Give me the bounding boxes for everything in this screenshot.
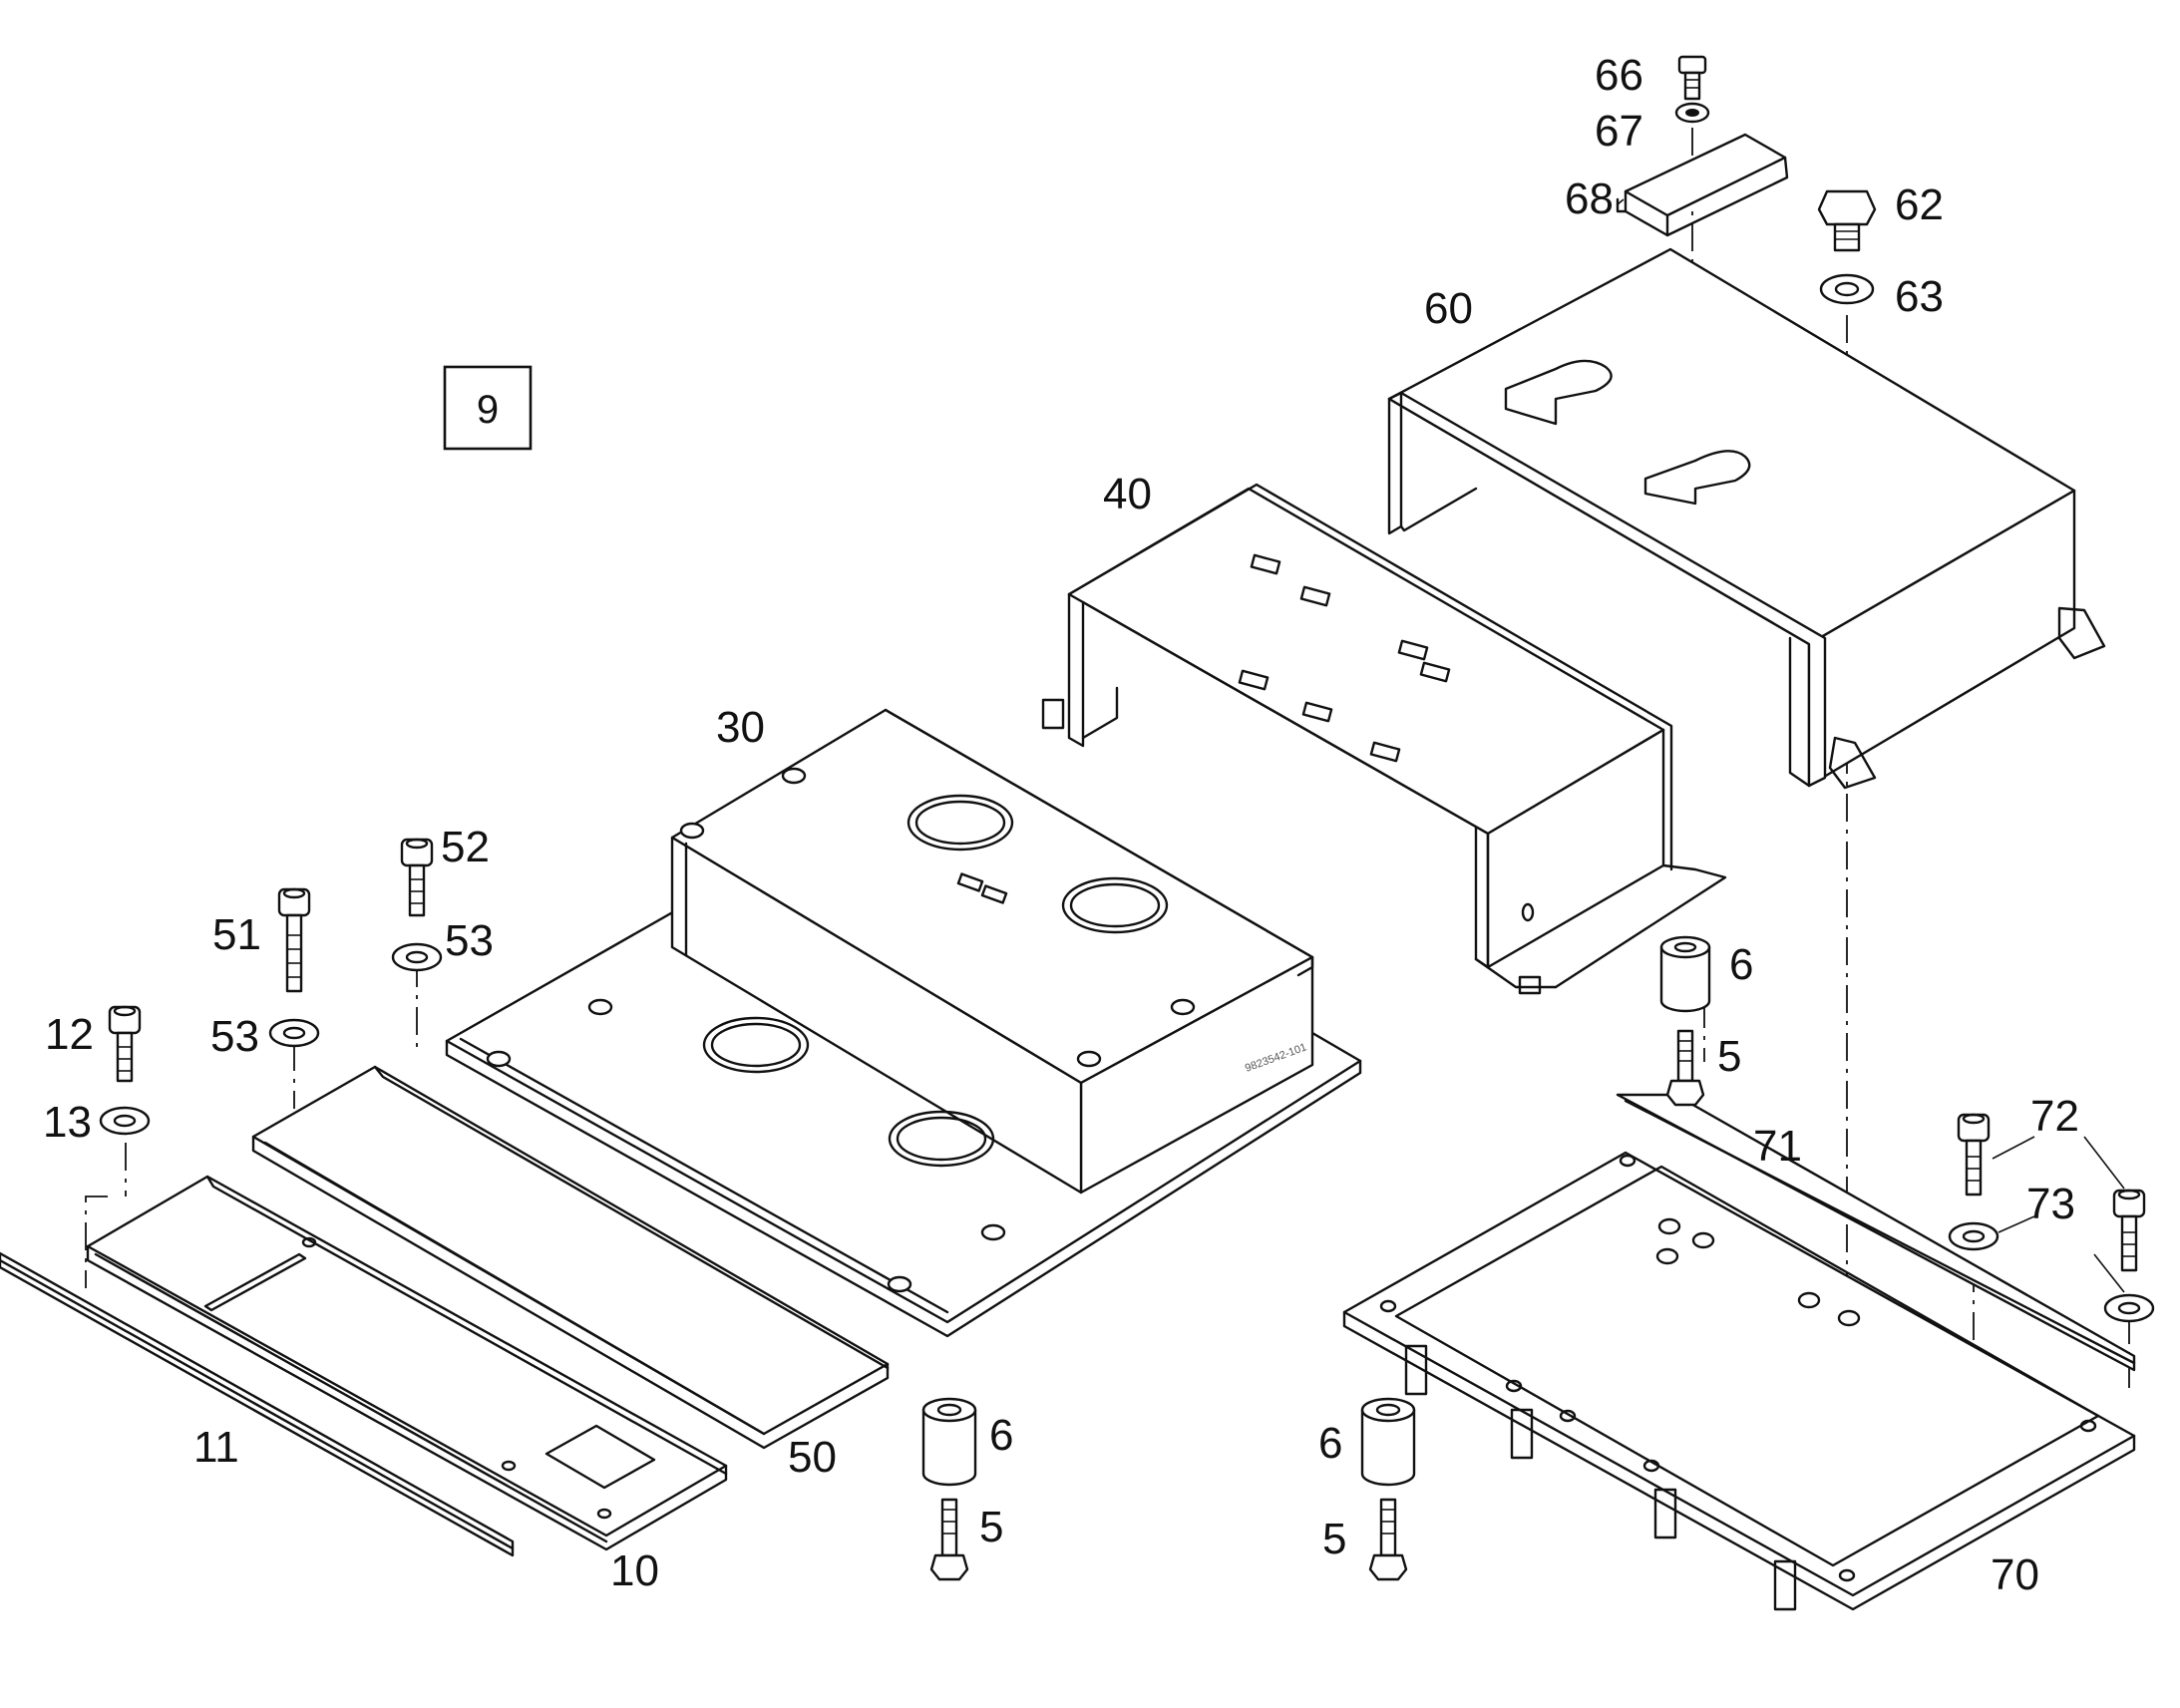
part-73-washer-b <box>2103 1293 2155 1323</box>
part-5-bolt-b <box>929 1498 969 1581</box>
label-68: 68 <box>1565 174 1614 223</box>
leader-lines <box>1617 198 2125 1293</box>
label-52: 52 <box>441 823 490 871</box>
label-12: 12 <box>45 1010 94 1059</box>
part-50-rear-plate <box>251 1065 890 1450</box>
part-5-bolt-a <box>1665 1029 1705 1107</box>
label-5b: 5 <box>979 1503 1003 1551</box>
label-10: 10 <box>610 1546 659 1595</box>
label-70: 70 <box>1991 1550 2039 1599</box>
label-51: 51 <box>212 910 261 959</box>
label-5c: 5 <box>1322 1515 1346 1563</box>
label-53a: 53 <box>210 1012 259 1061</box>
part-13-washer <box>99 1106 151 1136</box>
part-63-washer <box>1819 273 1875 305</box>
part-6-spacer-a <box>1659 935 1711 1013</box>
part-labels: 66 67 68 62 63 60 40 30 6 5 71 72 73 70 … <box>43 51 2079 1599</box>
part-60-top-cover <box>1387 247 2106 790</box>
part-73-washer-a <box>1948 1221 1999 1251</box>
label-72: 72 <box>2030 1092 2079 1141</box>
part-52-screw <box>400 838 434 917</box>
part-71-rail <box>1616 1093 2136 1372</box>
label-62: 62 <box>1895 180 1944 229</box>
part-40-middle-hood <box>1041 483 1727 995</box>
part-70-base-frame <box>1342 1151 2136 1611</box>
figure-number-box: 9 <box>443 365 533 451</box>
figure-number: 9 <box>477 388 499 432</box>
part-11-strip <box>0 1251 515 1557</box>
label-6c: 6 <box>1318 1419 1342 1468</box>
label-6b: 6 <box>989 1411 1013 1460</box>
label-67: 67 <box>1595 107 1643 156</box>
part-72-screw-a <box>1957 1113 1991 1196</box>
part-68-bracket <box>1616 133 1789 237</box>
part-53-washer-a <box>268 1018 320 1048</box>
part-12-screw <box>108 1005 142 1083</box>
part-62-bolt <box>1817 189 1877 252</box>
label-5a: 5 <box>1717 1032 1741 1081</box>
part-5-bolt-c <box>1368 1498 1408 1581</box>
label-53b: 53 <box>445 916 494 965</box>
label-73: 73 <box>2026 1180 2075 1228</box>
part-72-screw-b <box>2112 1189 2146 1272</box>
label-11: 11 <box>193 1423 239 1472</box>
label-13: 13 <box>43 1098 92 1147</box>
label-60: 60 <box>1424 284 1473 333</box>
label-50: 50 <box>788 1433 837 1482</box>
label-63: 63 <box>1895 272 1944 321</box>
part-51-screw <box>277 887 311 993</box>
part-30-main-housing: 9823542-101 <box>445 708 1362 1338</box>
part-66-bolt <box>1677 55 1707 101</box>
part-67-washer <box>1674 102 1710 124</box>
part-6-spacer-b <box>921 1397 977 1487</box>
label-30: 30 <box>716 703 765 752</box>
part-6-spacer-c <box>1360 1397 1416 1487</box>
label-71: 71 <box>1753 1122 1802 1171</box>
part-10-bottom-panel <box>86 1175 728 1551</box>
label-40: 40 <box>1103 470 1152 518</box>
part-53-washer-b <box>391 942 443 972</box>
label-66: 66 <box>1595 51 1643 100</box>
label-6a: 6 <box>1729 940 1753 989</box>
